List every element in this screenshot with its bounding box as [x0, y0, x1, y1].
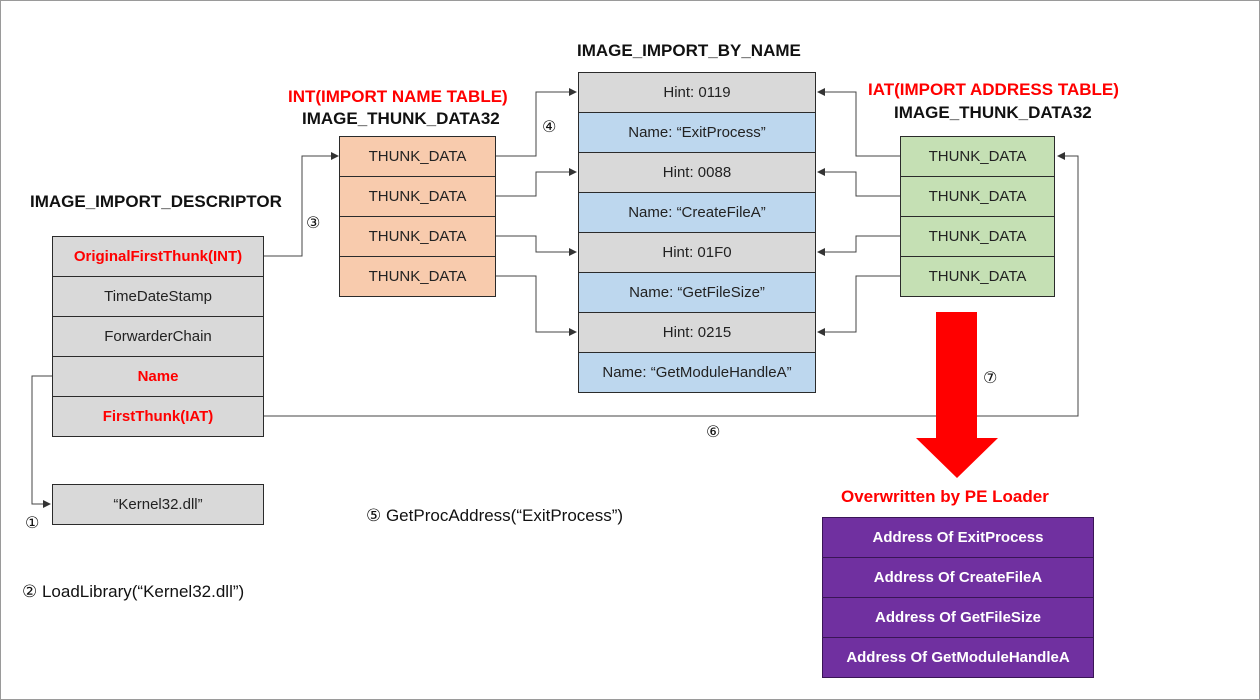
step-7-marker: ⑦ — [983, 368, 998, 387]
overwritten-heading: Overwritten by PE Loader — [841, 487, 1049, 506]
dll-name-box: “Kernel32.dll” — [52, 484, 264, 525]
step-6-marker: ⑥ — [706, 422, 721, 441]
descriptor-field-timedatestamp: TimeDateStamp — [52, 276, 264, 317]
by-name-hint: Hint: 0215 — [578, 312, 816, 353]
int-entry: THUNK_DATA — [339, 256, 496, 297]
int-title: INT(IMPORT NAME TABLE) — [288, 87, 508, 106]
resolved-address: Address Of GetModuleHandleA — [822, 637, 1094, 678]
arrow-firstthunk-to-iat — [264, 152, 1079, 417]
resolved-address: Address Of GetFileSize — [822, 597, 1094, 638]
by-name-name: Name: “CreateFileA” — [578, 192, 816, 233]
descriptor-heading: IMAGE_IMPORT_DESCRIPTOR — [30, 192, 282, 211]
descriptor-field-forwarderchain: ForwarderChain — [52, 316, 264, 357]
arrow-name-to-dll — [31, 375, 52, 508]
iat-title: IAT(IMPORT ADDRESS TABLE) — [868, 80, 1119, 99]
int-entry: THUNK_DATA — [339, 176, 496, 217]
step-4-marker: ④ — [542, 117, 557, 136]
arrow-iat3-to-hint — [817, 235, 900, 256]
by-name-name: Name: “GetModuleHandleA” — [578, 352, 816, 393]
int-struct-heading: IMAGE_THUNK_DATA32 — [302, 109, 500, 128]
arrow-iat1-to-hint — [817, 88, 900, 157]
iat-entry: THUNK_DATA — [900, 176, 1055, 217]
overwrite-arrow-icon — [916, 312, 998, 478]
iat-entry: THUNK_DATA — [900, 136, 1055, 177]
iat-entry: THUNK_DATA — [900, 256, 1055, 297]
descriptor-field-original-first-thunk: OriginalFirstThunk(INT) — [52, 236, 264, 277]
arrow-iat4-to-hint — [817, 275, 900, 336]
by-name-name: Name: “GetFileSize” — [578, 272, 816, 313]
iat-struct-heading: IMAGE_THUNK_DATA32 — [894, 103, 1092, 122]
int-entry: THUNK_DATA — [339, 216, 496, 257]
arrow-iat2-to-hint — [817, 168, 900, 197]
arrow-int1-to-hint — [496, 88, 577, 157]
by-name-heading: IMAGE_IMPORT_BY_NAME — [577, 41, 801, 60]
by-name-name: Name: “ExitProcess” — [578, 112, 816, 153]
int-entry: THUNK_DATA — [339, 136, 496, 177]
by-name-hint: Hint: 01F0 — [578, 232, 816, 273]
resolved-address: Address Of ExitProcess — [822, 517, 1094, 558]
descriptor-field-name: Name — [52, 356, 264, 397]
by-name-hint: Hint: 0088 — [578, 152, 816, 193]
step-3-marker: ③ — [306, 213, 321, 232]
iat-entry: THUNK_DATA — [900, 216, 1055, 257]
step-1-marker: ① — [25, 513, 40, 532]
arrow-int3-to-hint — [496, 235, 577, 256]
by-name-hint: Hint: 0119 — [578, 72, 816, 113]
resolved-address: Address Of CreateFileA — [822, 557, 1094, 598]
descriptor-field-first-thunk: FirstThunk(IAT) — [52, 396, 264, 437]
arrow-int2-to-hint — [496, 168, 577, 197]
step-5-getprocaddress: ⑤ GetProcAddress(“ExitProcess”) — [366, 506, 624, 525]
step-2-loadlibrary: ② LoadLibrary(“Kernel32.dll”) — [22, 582, 245, 601]
arrow-int4-to-hint — [496, 275, 577, 336]
arrow-descriptor-to-int — [264, 152, 339, 257]
